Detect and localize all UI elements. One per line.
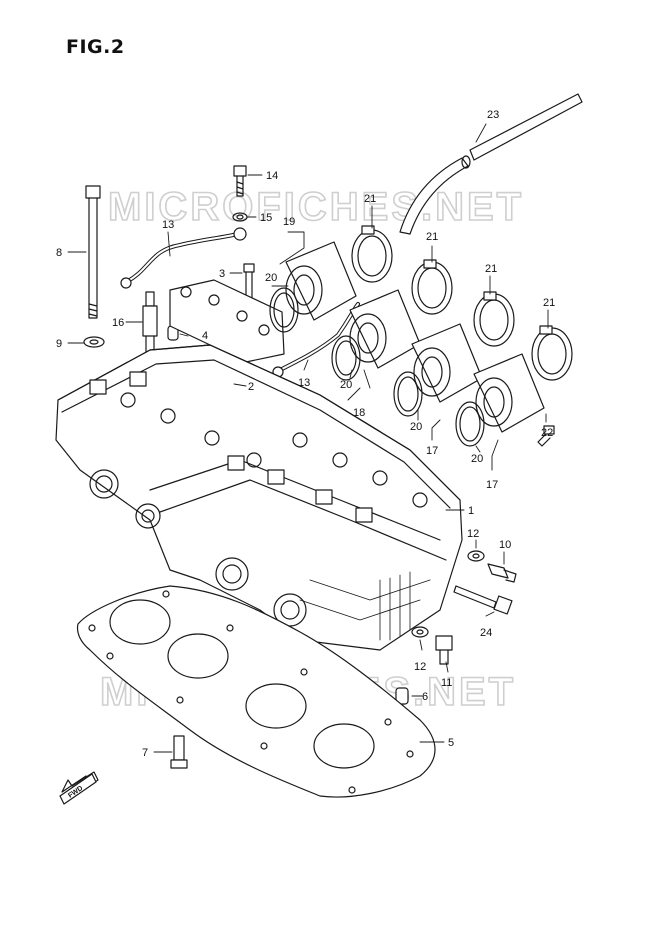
callout-23: 23 (487, 109, 499, 121)
intake-holder-17b (473, 353, 545, 433)
cylinder-head-1 (55, 344, 463, 651)
o-ring-20a (269, 287, 299, 333)
clamp-21b (411, 259, 453, 315)
callout-18: 18 (353, 407, 365, 419)
head-gasket-5 (76, 585, 436, 798)
callout-13: 13 (298, 377, 310, 389)
callout-14: 14 (266, 170, 278, 182)
bolt-14 (233, 165, 247, 197)
callout-22: 22 (541, 427, 553, 439)
clamp-21d (531, 325, 573, 381)
washer-9 (83, 336, 105, 348)
long-bolt-8 (85, 185, 101, 319)
callout-24: 24 (480, 627, 492, 639)
callout-19: 19 (283, 216, 295, 228)
callout-4: 4 (202, 330, 208, 342)
callout-9: 9 (56, 338, 62, 350)
o-ring-20c (393, 371, 423, 417)
spark-plug-16 (142, 291, 158, 353)
callout-7: 7 (142, 747, 148, 759)
o-ring-20b (331, 335, 361, 381)
screw-22 (537, 425, 555, 447)
callout-16: 16 (112, 317, 124, 329)
forward-arrow (59, 771, 99, 805)
callout-17: 17 (426, 445, 438, 457)
bolt-7 (170, 735, 188, 769)
dowel-6 (395, 687, 409, 705)
washer-12a (467, 550, 485, 562)
clamp-21a (351, 225, 393, 283)
callout-20: 20 (340, 379, 352, 391)
washer-15 (232, 212, 248, 222)
callout-3: 3 (219, 268, 225, 280)
callout-15: 15 (260, 212, 272, 224)
callout-12: 12 (467, 528, 479, 540)
callout-1: 1 (468, 505, 474, 517)
callout-17: 17 (486, 479, 498, 491)
figure-title: FIG.2 (66, 36, 125, 58)
washer-12b (411, 626, 429, 638)
camshaft-holder (169, 279, 285, 363)
intake-holder-17a (411, 323, 483, 403)
breather-hose (399, 93, 583, 235)
intake-holder-19 (285, 241, 357, 321)
callout-6: 6 (422, 691, 428, 703)
callout-11: 11 (441, 677, 452, 689)
clamp-21c (473, 291, 515, 347)
callout-20: 20 (265, 272, 277, 284)
watermark-top: MICROFICHES.NET (108, 185, 524, 229)
callout-5: 5 (448, 737, 454, 749)
callout-13: 13 (162, 219, 174, 231)
o-ring-20d (455, 401, 485, 447)
callout-21: 21 (485, 263, 497, 275)
bolt-24 (453, 585, 513, 615)
callout-21: 21 (364, 193, 376, 205)
callout-20: 20 (410, 421, 422, 433)
callout-8: 8 (56, 247, 62, 259)
callout-10: 10 (499, 539, 511, 551)
callout-21: 21 (426, 231, 438, 243)
callout-21: 21 (543, 297, 555, 309)
callout-12: 12 (414, 661, 426, 673)
callout-2: 2 (248, 381, 254, 393)
bolt-11 (435, 635, 453, 665)
callout-20: 20 (471, 453, 483, 465)
leader-lines (67, 123, 549, 753)
bolt-10 (487, 563, 517, 583)
